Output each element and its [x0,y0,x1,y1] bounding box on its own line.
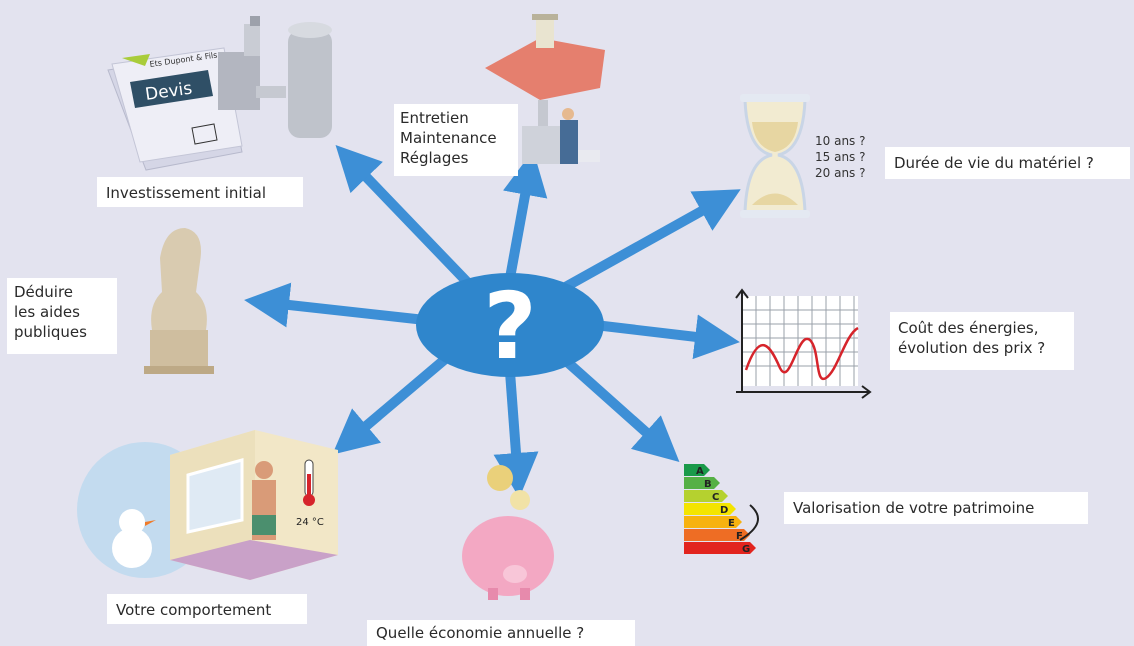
label-aides: Déduire les aides publiques [7,278,117,354]
label-entretien-line1: Entretien [400,109,469,127]
label-duree-text: Durée de vie du matériel ? [894,154,1094,172]
energy-class-f: F [736,531,743,542]
duree-year-15: 15 ans ? [815,150,866,164]
label-economie-text: Quelle économie annuelle ? [376,624,585,642]
hourglass-icon [740,94,810,218]
arrow-duree [557,189,741,295]
question-mark: ? [483,273,536,380]
label-comportement: Votre comportement [107,594,307,624]
label-entretien-line3: Réglages [400,149,469,167]
price-chart-icon [735,288,872,399]
maintenance-illustration [485,14,605,164]
arrow-cout [594,314,740,360]
energy-class-g: G [742,544,750,555]
label-valorisation: Valorisation de votre patrimoine [784,492,1088,524]
label-entretien-line2: Maintenance [400,129,497,147]
energy-class-e: E [728,518,735,529]
logo-icon [122,54,150,66]
label-entretien: Entretien Maintenance Réglages [394,104,518,176]
label-investissement-text: Investissement initial [106,184,267,202]
duree-years: 10 ans ? 15 ans ? 20 ans ? [815,133,865,181]
label-aides-line1: Déduire [14,283,74,301]
label-investissement: Investissement initial [97,177,303,207]
energy-class-b: B [704,479,712,490]
arrow-economie [493,371,539,498]
label-comportement-text: Votre comportement [116,601,272,619]
bust-icon [144,228,214,374]
label-aides-line2: les aides [14,303,80,321]
duree-year-10: 10 ans ? [815,134,866,148]
arrow-comportement [332,351,454,455]
thermometer-value: 24 °C [296,517,324,528]
room-illustration: 24 °C [77,430,338,580]
central-hub [416,273,604,377]
label-aides-line3: publiques [14,323,87,341]
duree-year-20: 20 ans ? [815,166,866,180]
devis-illustration: Ets Dupont & Fils Devis [107,16,332,171]
label-economie: Quelle économie annuelle ? [367,620,635,646]
label-valorisation-text: Valorisation de votre patrimoine [793,499,1035,517]
arrow-investissement [335,145,474,289]
energy-class-a: A [696,466,704,477]
label-cout: Coût des énergies, évolution des prix ? [890,312,1074,370]
label-cout-line2: évolution des prix ? [898,339,1046,357]
label-cout-line1: Coût des énergies, [898,319,1039,337]
energy-class-c: C [712,492,719,503]
piggy-bank-icon [462,465,554,600]
arrows [244,145,741,498]
arrow-aides [244,282,426,328]
energy-class-d: D [720,505,728,516]
arrow-valorisation [561,356,680,462]
arrow-entretien [503,150,548,279]
technician-icon [560,120,578,164]
label-duree: Durée de vie du matériel ? [885,147,1130,179]
